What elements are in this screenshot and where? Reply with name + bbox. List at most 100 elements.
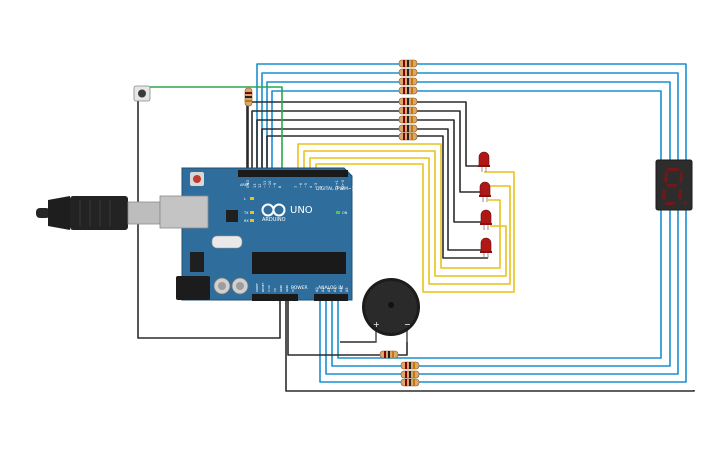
pin-label: TX→1 bbox=[335, 180, 339, 191]
wire-blue-top-4[interactable] bbox=[271, 90, 662, 359]
pin-label: A4 bbox=[339, 287, 343, 292]
wire-yellow-led-2[interactable] bbox=[303, 150, 507, 277]
aref-label: AREF bbox=[240, 183, 249, 187]
resistor[interactable] bbox=[379, 350, 399, 359]
l-led bbox=[250, 197, 254, 200]
digital-header bbox=[238, 170, 348, 177]
crystal bbox=[211, 235, 243, 249]
wire-blue-top-2[interactable] bbox=[261, 72, 679, 375]
digital-pin-labels: GND 13 12 ~11 ~10 ~9 8 7 ~6 ~5 4 ~3 2 TX… bbox=[246, 180, 345, 191]
buzzer-plus-label: + bbox=[373, 320, 380, 329]
segment-digit-value: 8 bbox=[0, 0, 1, 1]
usb-chip bbox=[226, 210, 238, 222]
wire-black-buzzer-minus[interactable] bbox=[287, 300, 408, 356]
wire-yellow-led-3[interactable] bbox=[309, 157, 511, 285]
pin-label: ~3 bbox=[314, 183, 318, 188]
pin-label: ~6 bbox=[299, 183, 303, 188]
seven-segment-display[interactable]: 8 bbox=[0, 0, 693, 211]
pin-label: 8 bbox=[278, 186, 282, 188]
board-brand: ARDUINO bbox=[262, 217, 286, 223]
pin-label: GND bbox=[285, 284, 289, 292]
led-column bbox=[478, 151, 492, 258]
resistor[interactable] bbox=[398, 59, 418, 68]
wire-black-led-4[interactable] bbox=[261, 128, 484, 251]
tx-led bbox=[250, 211, 254, 214]
wire-blue-top-1[interactable] bbox=[256, 63, 687, 383]
resistor-stack-top bbox=[398, 59, 418, 141]
digital-label: DIGITAL (PWM~) bbox=[316, 186, 354, 192]
piezo-buzzer[interactable]: + − bbox=[362, 278, 420, 342]
pin-label: RESET bbox=[261, 282, 265, 292]
resistor-button-pulldown[interactable] bbox=[244, 87, 253, 107]
pin-label: 7 bbox=[294, 186, 298, 188]
analog-label: ANALOG IN bbox=[318, 285, 343, 291]
red-led[interactable] bbox=[479, 181, 491, 202]
pin-label: 12 bbox=[258, 184, 262, 188]
wire-black-bottom[interactable] bbox=[285, 300, 695, 392]
pin-label: Vin bbox=[291, 287, 295, 292]
power-jack bbox=[176, 276, 210, 300]
red-led[interactable] bbox=[480, 237, 492, 258]
pin-label: A3 bbox=[333, 287, 337, 292]
resistor[interactable] bbox=[398, 106, 418, 115]
pin-label: GND bbox=[279, 284, 283, 292]
pin-label: 13 bbox=[253, 184, 257, 188]
wire-green-button[interactable] bbox=[148, 86, 283, 172]
pin-label: 5V bbox=[273, 287, 277, 292]
l-label: L bbox=[244, 197, 246, 201]
resistor[interactable] bbox=[398, 97, 418, 106]
atmega-chip bbox=[252, 252, 346, 274]
pin-label: ~11 bbox=[263, 181, 267, 188]
resistor[interactable] bbox=[398, 86, 418, 95]
pin-label: 2 bbox=[319, 186, 323, 188]
wire-black-buzzer-plus[interactable] bbox=[340, 330, 377, 343]
arduino-logo bbox=[261, 203, 286, 217]
pin-label: 3.3V bbox=[267, 284, 271, 292]
board-model: UNO bbox=[290, 205, 313, 216]
resistor[interactable] bbox=[398, 68, 418, 77]
on-led bbox=[336, 211, 340, 214]
wire-black-led-1[interactable] bbox=[246, 101, 480, 172]
wire-black-led-2[interactable] bbox=[251, 110, 482, 193]
power-pin-labels: IOREF RESET 3.3V 5V GND GND Vin bbox=[255, 282, 295, 292]
power-header bbox=[252, 294, 298, 301]
pin-label: ~10 bbox=[268, 181, 272, 188]
power-label: POWER bbox=[291, 285, 308, 291]
analog-pin-labels: A0 A1 A2 A3 A4 A5 bbox=[315, 287, 349, 292]
voltage-regulator bbox=[190, 252, 204, 272]
resistor[interactable] bbox=[400, 378, 420, 387]
pin-label: ~9 bbox=[273, 183, 277, 188]
red-led[interactable] bbox=[478, 151, 490, 172]
rx-led bbox=[250, 219, 254, 222]
usb-cable[interactable] bbox=[36, 196, 161, 230]
pin-label: 4 bbox=[309, 185, 313, 188]
resistor-stack-bottom bbox=[379, 350, 420, 387]
usb-port bbox=[159, 195, 209, 229]
resistor[interactable] bbox=[398, 77, 418, 86]
wire-yellow-led-4[interactable] bbox=[315, 163, 515, 293]
pin-label: A0 bbox=[315, 287, 319, 292]
push-button[interactable] bbox=[133, 85, 151, 102]
resistor[interactable] bbox=[400, 361, 420, 370]
resistor[interactable] bbox=[398, 132, 418, 141]
tx-label: TX bbox=[243, 211, 249, 215]
resistor[interactable] bbox=[398, 115, 418, 124]
wire-yellow-led-1[interactable] bbox=[297, 143, 501, 269]
pin-label: A5 bbox=[345, 287, 349, 292]
segment-digit bbox=[662, 168, 687, 205]
resistor[interactable] bbox=[400, 370, 420, 379]
pin-label: IOREF bbox=[255, 283, 259, 292]
wire-black-led-5[interactable] bbox=[266, 135, 488, 259]
red-led[interactable] bbox=[480, 209, 492, 230]
pin-label: RX←0 bbox=[341, 180, 345, 190]
buzzer-minus-label: − bbox=[404, 320, 411, 329]
pin-label: GND bbox=[246, 180, 250, 188]
arduino-board[interactable]: UNO ARDUINO DIGITAL (PWM~) POWER ANALOG … bbox=[159, 167, 354, 301]
pin-label: A2 bbox=[327, 287, 331, 292]
wire-black-led-3[interactable] bbox=[256, 119, 484, 223]
analog-header bbox=[314, 294, 348, 301]
resistor[interactable] bbox=[398, 124, 418, 133]
pin-label: A1 bbox=[321, 287, 325, 292]
pin-label: ~5 bbox=[304, 183, 308, 188]
